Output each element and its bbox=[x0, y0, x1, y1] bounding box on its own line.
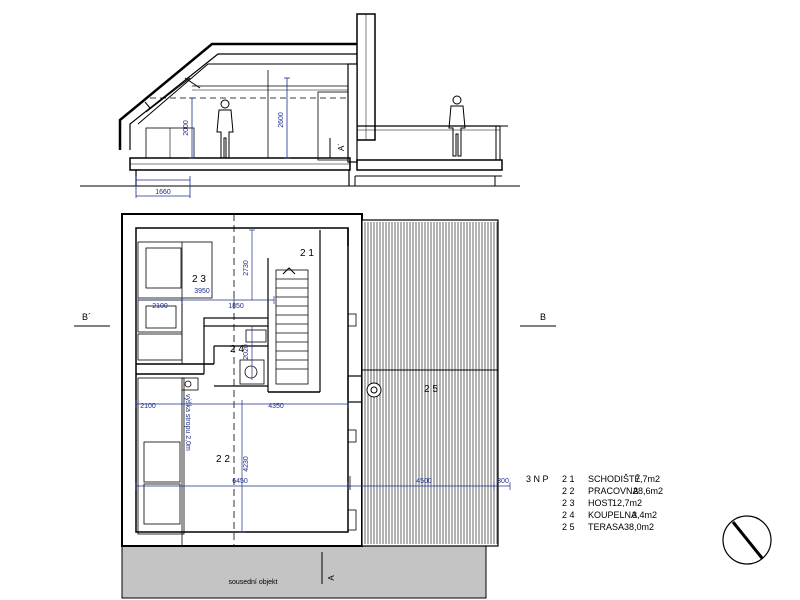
dim-2100-mid: 2100 bbox=[140, 403, 156, 410]
legend-row-3-area: 12,7m2 bbox=[612, 498, 642, 508]
building-section bbox=[80, 13, 520, 187]
legend-floor-label: 3 N P bbox=[526, 474, 549, 484]
legend-row-3-name: HOST bbox=[588, 498, 614, 508]
drain-icon bbox=[366, 382, 382, 398]
neighbor-building bbox=[121, 545, 487, 599]
person-figure-terrace bbox=[448, 95, 466, 157]
legend-row-2-area: 28,6m2 bbox=[633, 486, 663, 496]
toilet bbox=[244, 365, 258, 379]
neighbor-label: sousední objekt bbox=[228, 579, 277, 586]
section-cut-marker-a: A´ bbox=[337, 143, 346, 151]
dim-4350: 4350 bbox=[268, 403, 284, 410]
legend-row-5-area: 38,0m2 bbox=[624, 522, 654, 532]
legend-row-1-name: SCHODIŠTĚ bbox=[588, 474, 641, 484]
section-dimensions bbox=[135, 77, 290, 198]
ceiling-height-note: výška stropu 2,0m bbox=[184, 394, 191, 451]
dim-2020: 2020 bbox=[243, 344, 250, 360]
room-21-label: 2 1 bbox=[300, 248, 314, 259]
section-b-right: B bbox=[540, 312, 546, 322]
room-legend: 3 N P 2 1 SCHODIŠTĚ 7,7m2 2 2 PRACOVNA 2… bbox=[526, 474, 663, 532]
legend-row-4-name: KOUPELNA bbox=[588, 510, 637, 520]
room-24-label: 2 4 bbox=[230, 344, 244, 355]
dim-1660: 1660 bbox=[155, 189, 171, 196]
bed-host bbox=[137, 241, 213, 299]
legend-row-3-num: 2 3 bbox=[562, 498, 575, 508]
dim-2100-top: 2100 bbox=[152, 303, 168, 310]
section-cut-a: A bbox=[327, 575, 336, 581]
person-figure-interior bbox=[216, 99, 234, 159]
legend-row-1-area: 7,7m2 bbox=[635, 474, 660, 484]
legend-row-4-num: 2 4 bbox=[562, 510, 575, 520]
staircase bbox=[275, 269, 309, 385]
terrace-slab bbox=[356, 159, 503, 171]
legend-row-5-num: 2 5 bbox=[562, 522, 575, 532]
plan-dimensions bbox=[135, 229, 511, 533]
north-arrow-icon bbox=[722, 515, 772, 565]
section-wall-right bbox=[347, 63, 358, 163]
legend-row-2-name: PRACOVNA bbox=[588, 486, 639, 496]
terrace bbox=[361, 219, 499, 547]
roof-outline bbox=[118, 42, 357, 150]
dim-300: 300 bbox=[497, 478, 509, 485]
dim-3950: 3950 bbox=[194, 288, 210, 295]
section-b-left: B´ bbox=[82, 312, 91, 322]
dim-2600: 2600 bbox=[278, 112, 285, 128]
legend-row-4-area: 3,4m2 bbox=[632, 510, 657, 520]
room-25-label: 2 5 bbox=[424, 384, 438, 395]
legend-row-2-num: 2 2 bbox=[562, 486, 575, 496]
dim-4230: 4230 bbox=[243, 456, 250, 472]
room-22-label: 2 2 bbox=[216, 454, 230, 465]
dim-1850: 1850 bbox=[228, 303, 244, 310]
legend-row-5-name: TERASA bbox=[588, 522, 624, 532]
dim-2730: 2730 bbox=[243, 260, 250, 276]
dim-6450: 6450 bbox=[232, 478, 248, 485]
dim-4500: 4500 bbox=[416, 478, 432, 485]
legend-row-1-num: 2 1 bbox=[562, 474, 575, 484]
furniture bbox=[137, 241, 363, 546]
dim-2000: 2000 bbox=[183, 120, 190, 136]
room-23-label: 2 3 bbox=[192, 274, 206, 285]
sink bbox=[245, 329, 267, 343]
